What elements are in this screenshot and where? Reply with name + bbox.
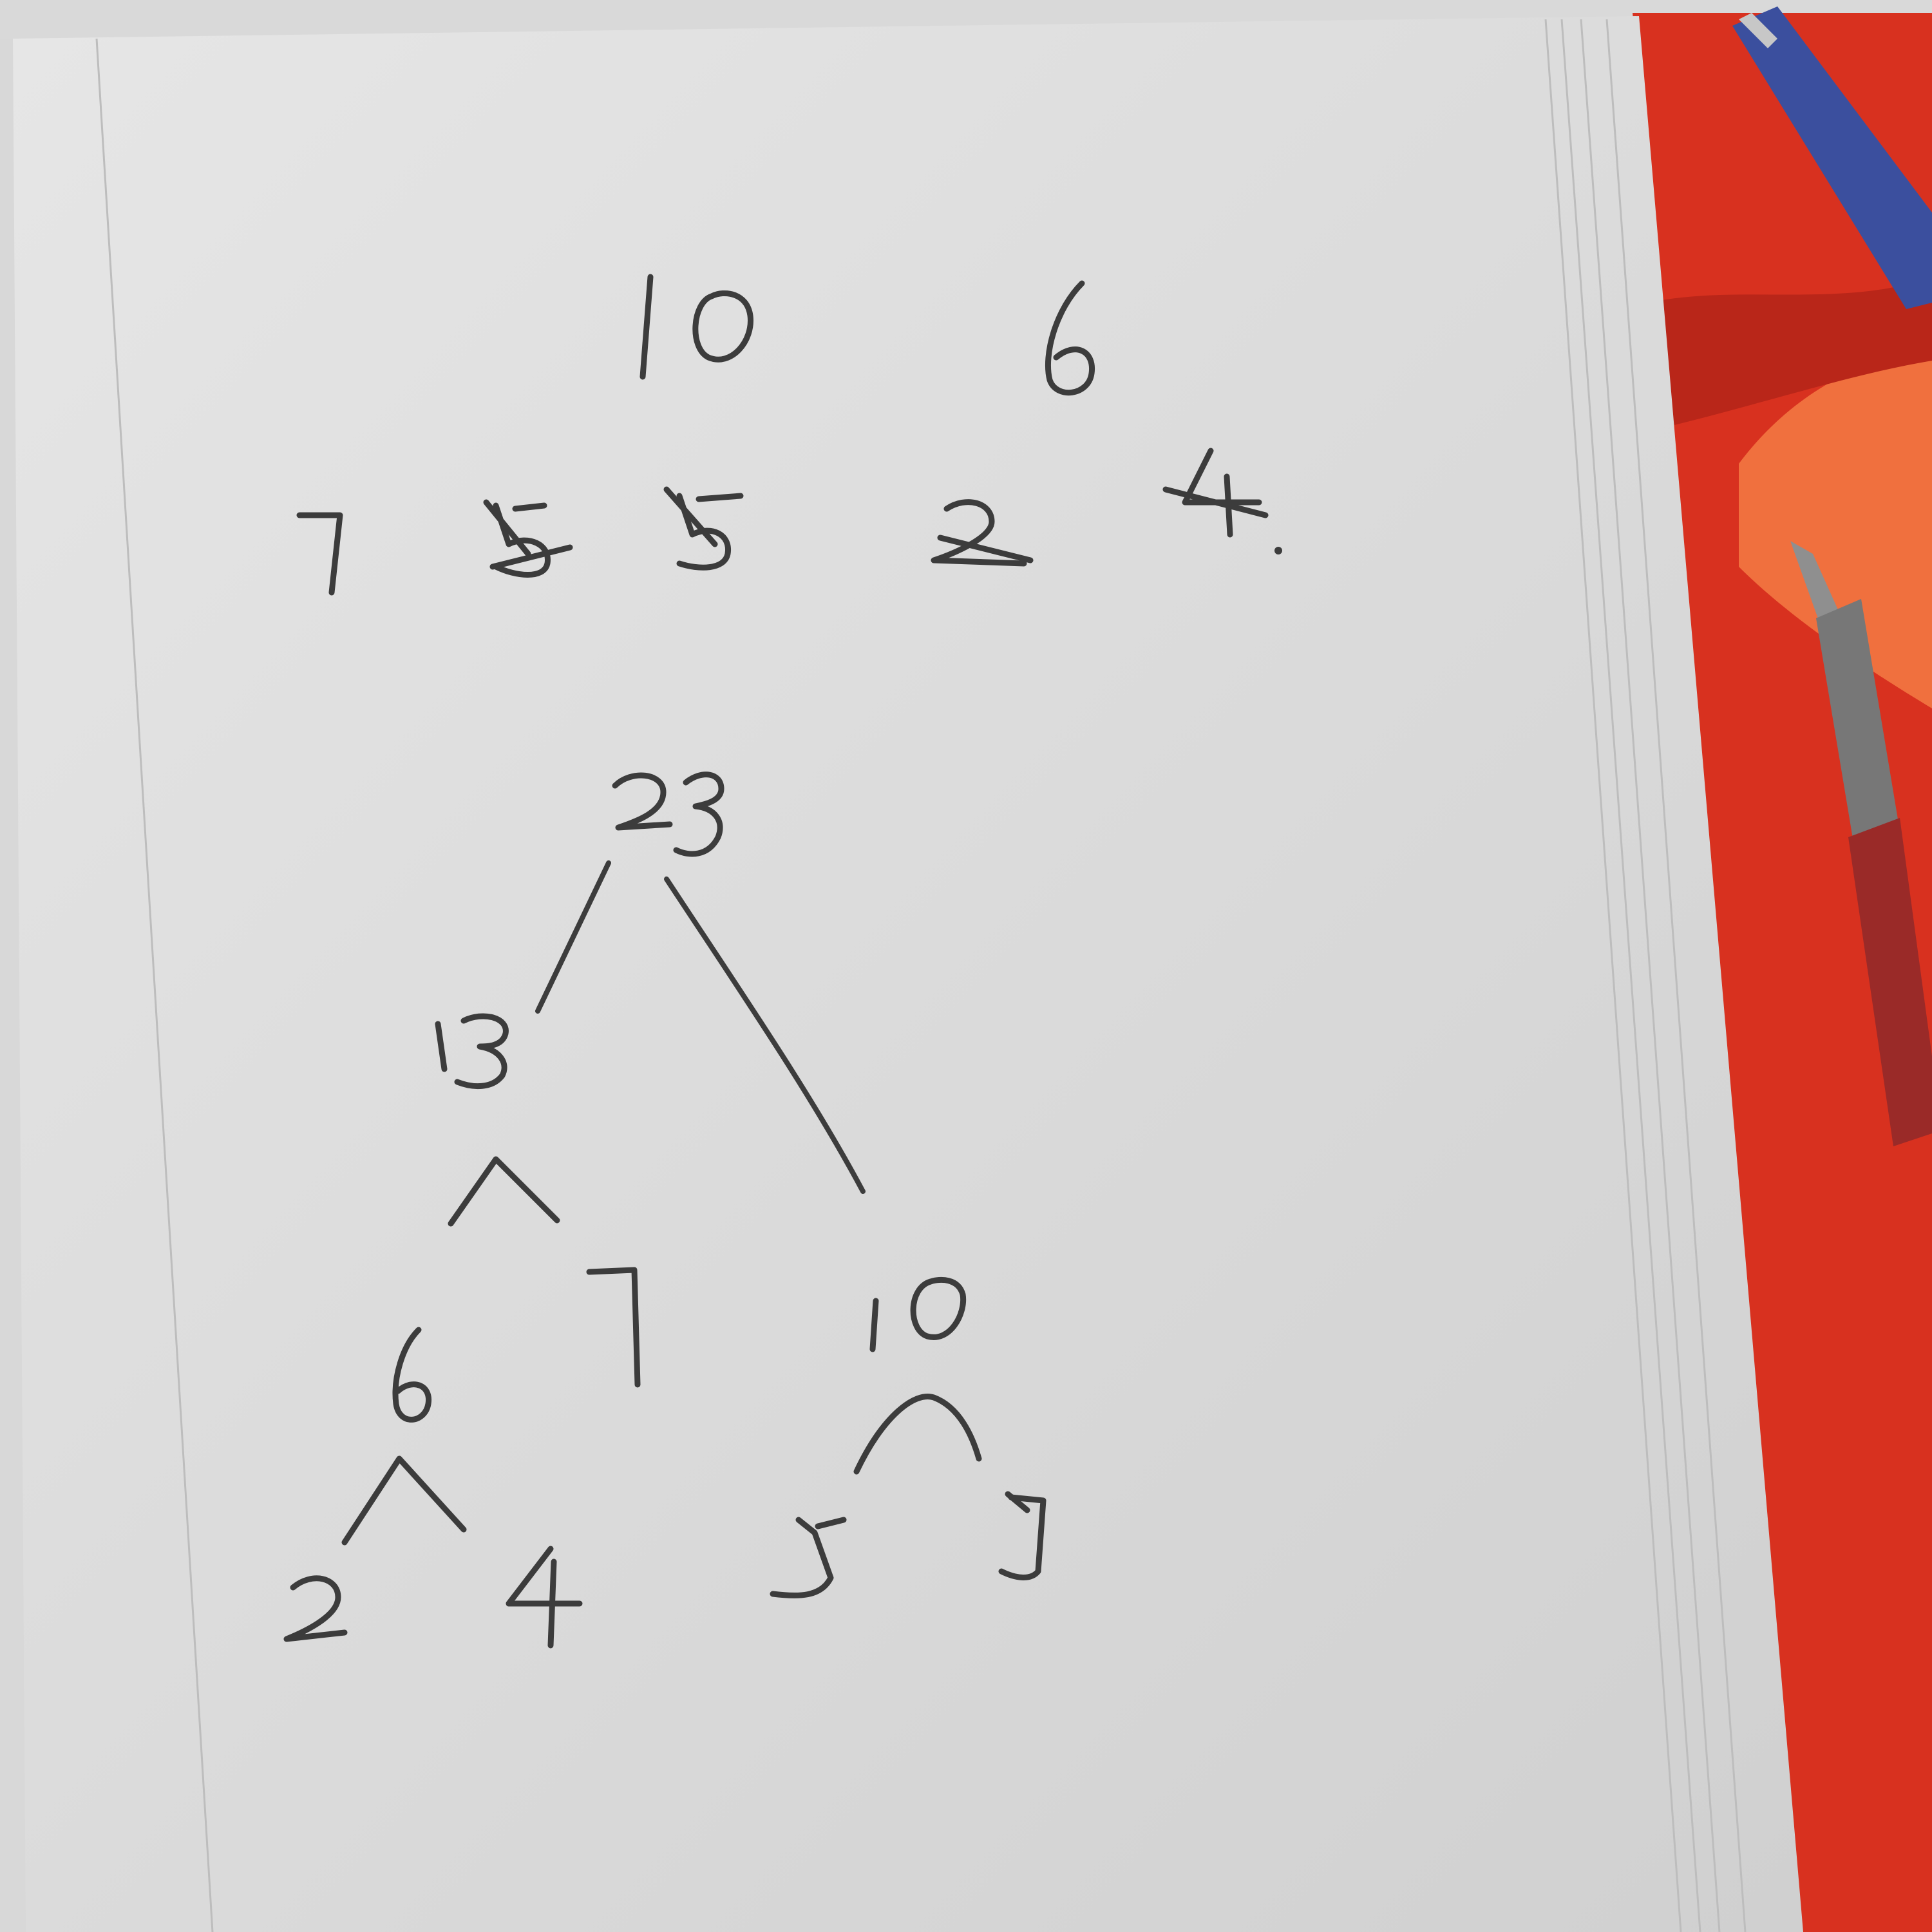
tree-edge-6 (341, 1455, 467, 1546)
leaf-2 (283, 1575, 348, 1642)
tree-edges-root (535, 860, 866, 1194)
tree-node-13 (435, 1013, 509, 1090)
paper-sheet (13, 16, 1803, 1932)
tree-edge-13 (448, 1156, 560, 1227)
tree-node-10 (869, 1276, 967, 1352)
value-2-crossed (931, 499, 1034, 567)
leaf-5-right (998, 1491, 1046, 1580)
value-7 (296, 512, 343, 596)
dot-mark (1274, 547, 1282, 554)
sum-10-text: 10 (0, 0, 1, 1)
leaf-4 (506, 1546, 583, 1649)
dot-text: . (1275, 556, 1276, 558)
value-4-crossed (1162, 448, 1269, 538)
pen-top-icon (1732, 6, 1932, 309)
sum-6-top (1045, 280, 1095, 396)
sum-10-top (639, 274, 753, 380)
page-edge-lines (95, 19, 1747, 1932)
tree-root-23 (612, 772, 724, 857)
leaf-5-left (770, 1517, 847, 1598)
tree-node-7 (586, 1267, 641, 1388)
value-5-crossed-a (483, 499, 573, 578)
value-5-crossed-b (663, 486, 744, 571)
tree-node-6 (392, 1327, 431, 1423)
pen-bottom-icon (1790, 541, 1932, 1146)
tree-edge-10 (853, 1394, 982, 1475)
notebook-cover-highlight (1739, 358, 1932, 708)
notebook-cover-shade (1649, 277, 1932, 425)
